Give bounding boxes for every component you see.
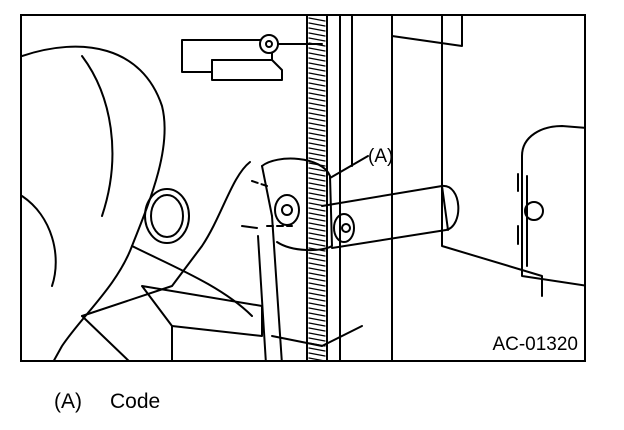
diagram-figure: (A) AC-01320 [20,14,586,362]
callout-leader [329,155,369,179]
left-port [144,188,190,244]
thread-marks [308,17,326,360]
legend-text: Code [110,390,161,413]
left-housing [22,45,166,360]
figure-reference-code: AC-01320 [492,334,578,355]
legend-key: (A) [54,390,82,413]
right-bracket [521,125,584,157]
legend: (A) Code [54,390,160,414]
rod-clamp [261,157,333,252]
arm-A [321,184,460,249]
callout-label-A: (A) [368,146,394,167]
lever-arm [81,161,251,317]
line-drawing [22,16,584,360]
top-bracket [181,39,273,73]
